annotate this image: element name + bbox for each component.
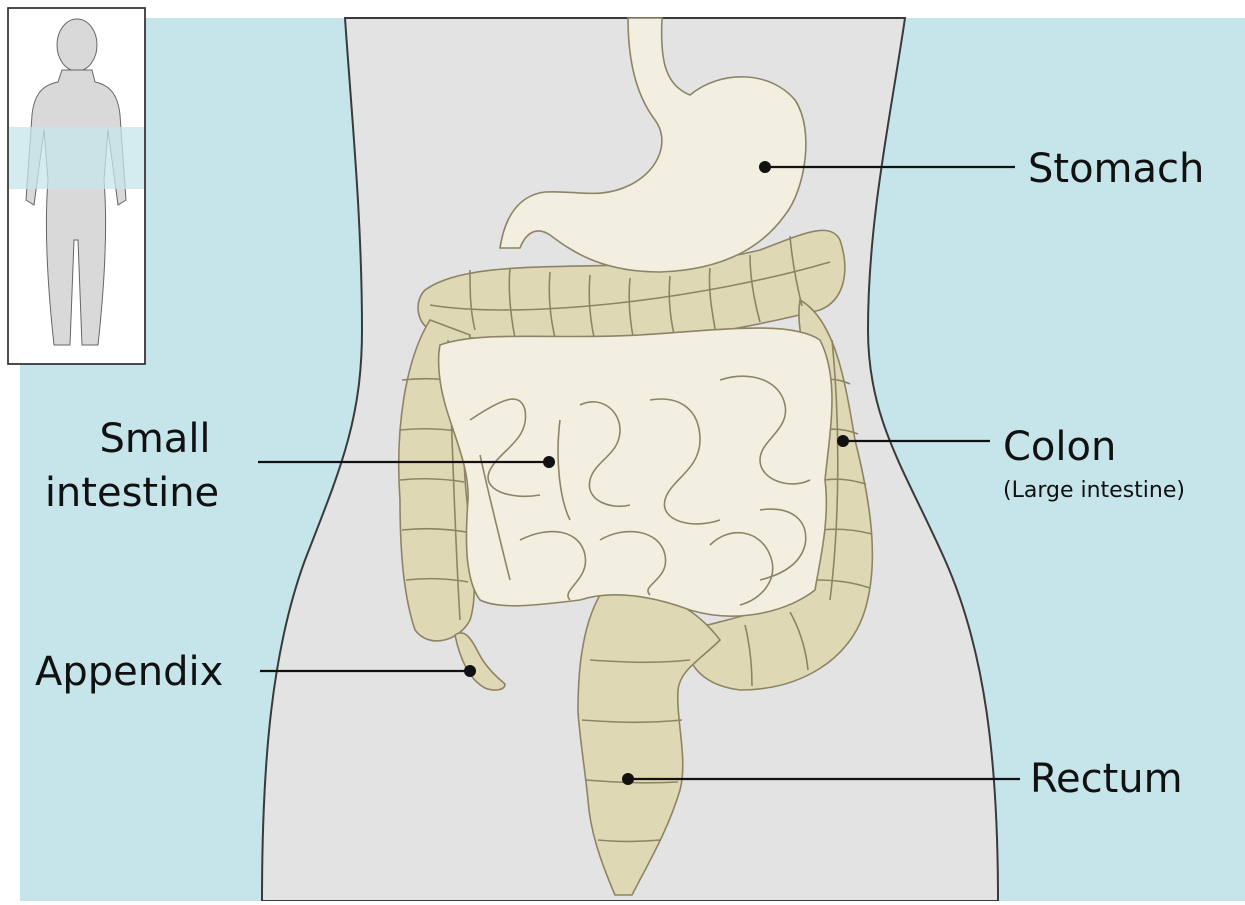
label-stomach: Stomach [1028,146,1204,192]
label-appendix: Appendix [35,649,223,695]
label-colon-sub: (Large intestine) [1003,478,1185,503]
label-rectum: Rectum [1030,756,1183,802]
label-small-intestine-line1: Small [99,416,210,462]
inset-box [8,8,145,364]
label-colon: Colon [1003,424,1116,470]
label-small-intestine-line2: intestine [45,470,219,516]
inset-highlight-band [9,127,144,189]
small-intestine [439,328,832,616]
